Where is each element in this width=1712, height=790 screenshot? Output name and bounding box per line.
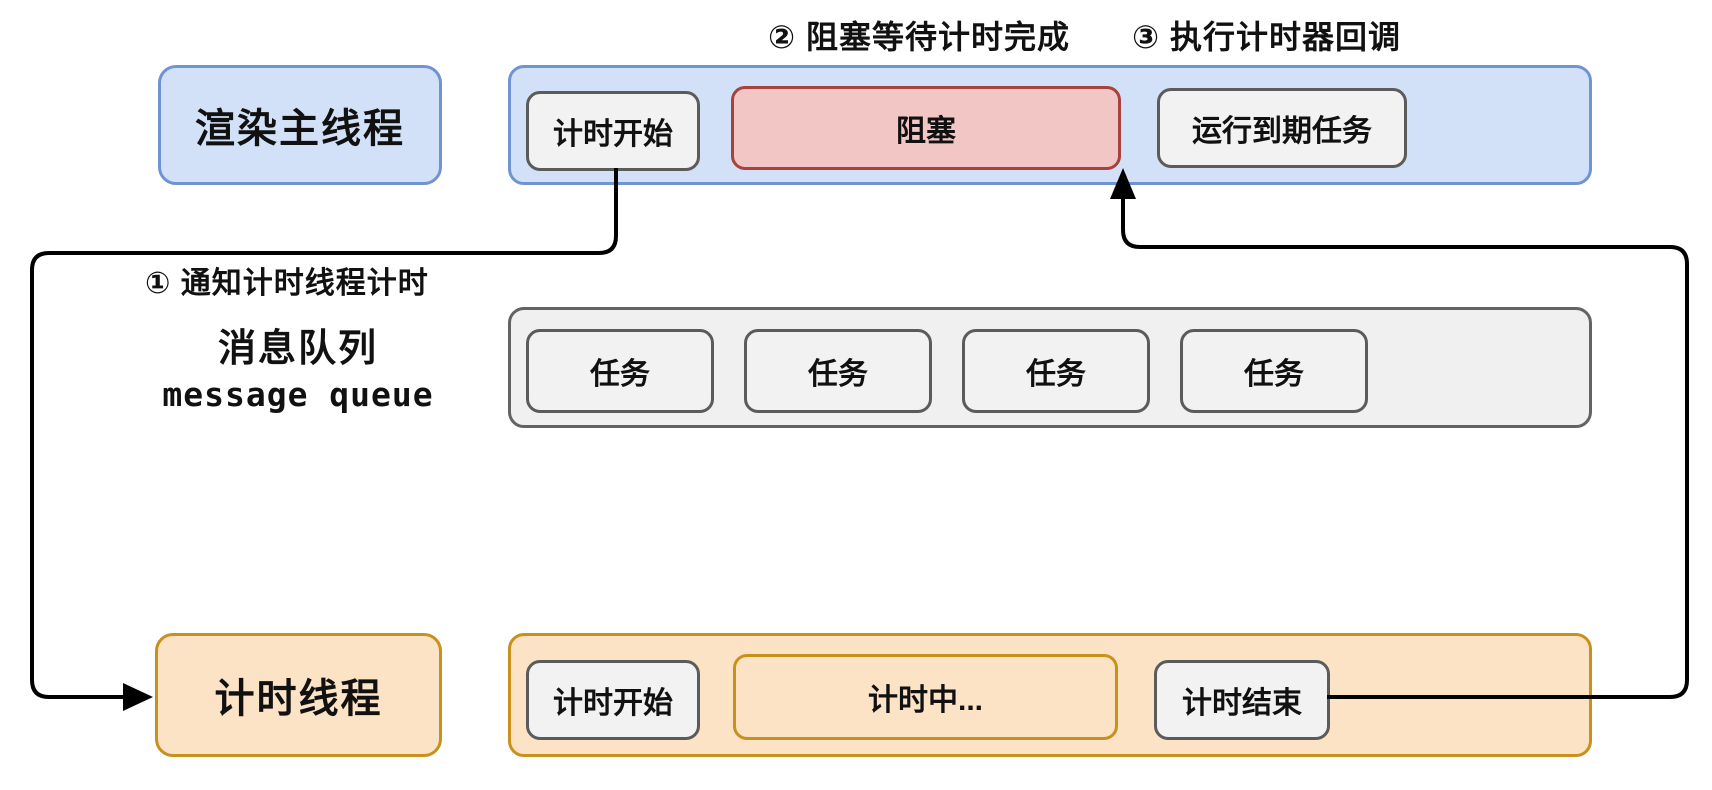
task-box: 任务 <box>1180 329 1368 413</box>
message-queue-label-cn: 消息队列 <box>217 328 378 370</box>
timer-start-box: 计时开始 <box>526 660 700 740</box>
timer-start-text: 计时开始 <box>553 687 673 720</box>
arrowhead-right <box>123 683 153 711</box>
render-main-thread-label: 渲染主线程 <box>158 65 442 185</box>
task-box: 任务 <box>962 329 1150 413</box>
render-main-thread-text: 渲染主线程 <box>195 107 405 151</box>
main-blocked-box: 阻塞 <box>731 86 1121 170</box>
main-timer-start-box: 计时开始 <box>526 91 700 171</box>
timer-end-box: 计时结束 <box>1154 660 1330 740</box>
main-timer-start-text: 计时开始 <box>553 118 673 151</box>
task-text: 任务 <box>590 358 650 391</box>
message-queue-label: 消息队列 message queue <box>98 326 498 418</box>
message-queue-lane: 任务 任务 任务 任务 <box>508 307 1592 428</box>
task-text: 任务 <box>1026 358 1086 391</box>
arrow-notify-timer-thread <box>30 168 618 711</box>
task-box: 任务 <box>744 329 932 413</box>
timer-end-text: 计时结束 <box>1182 687 1302 720</box>
render-main-thread-lane: 计时开始 阻塞 运行到期任务 <box>508 65 1592 185</box>
timer-thread-label: 计时线程 <box>155 633 442 757</box>
task-text: 任务 <box>1244 358 1304 391</box>
arrow-timer-end-callback <box>1110 168 1689 699</box>
annotation-step1-notify-timer: ① 通知计时线程计时 <box>145 267 429 300</box>
annotation-step3-run-callback: ③ 执行计时器回调 <box>1132 19 1401 55</box>
main-run-expired-box: 运行到期任务 <box>1157 88 1407 168</box>
main-blocked-text: 阻塞 <box>896 115 956 148</box>
main-run-expired-text: 运行到期任务 <box>1192 115 1372 148</box>
timer-thread-lane: 计时开始 计时中... 计时结束 <box>508 633 1592 757</box>
timing-in-progress-box: 计时中... <box>733 654 1118 740</box>
task-text: 任务 <box>808 358 868 391</box>
task-box: 任务 <box>526 329 714 413</box>
message-queue-label-en: message queue <box>162 375 434 414</box>
timing-in-progress-text: 计时中... <box>867 684 983 717</box>
annotation-step2-block-wait: ② 阻塞等待计时完成 <box>768 19 1070 55</box>
timer-thread-text: 计时线程 <box>214 677 383 721</box>
